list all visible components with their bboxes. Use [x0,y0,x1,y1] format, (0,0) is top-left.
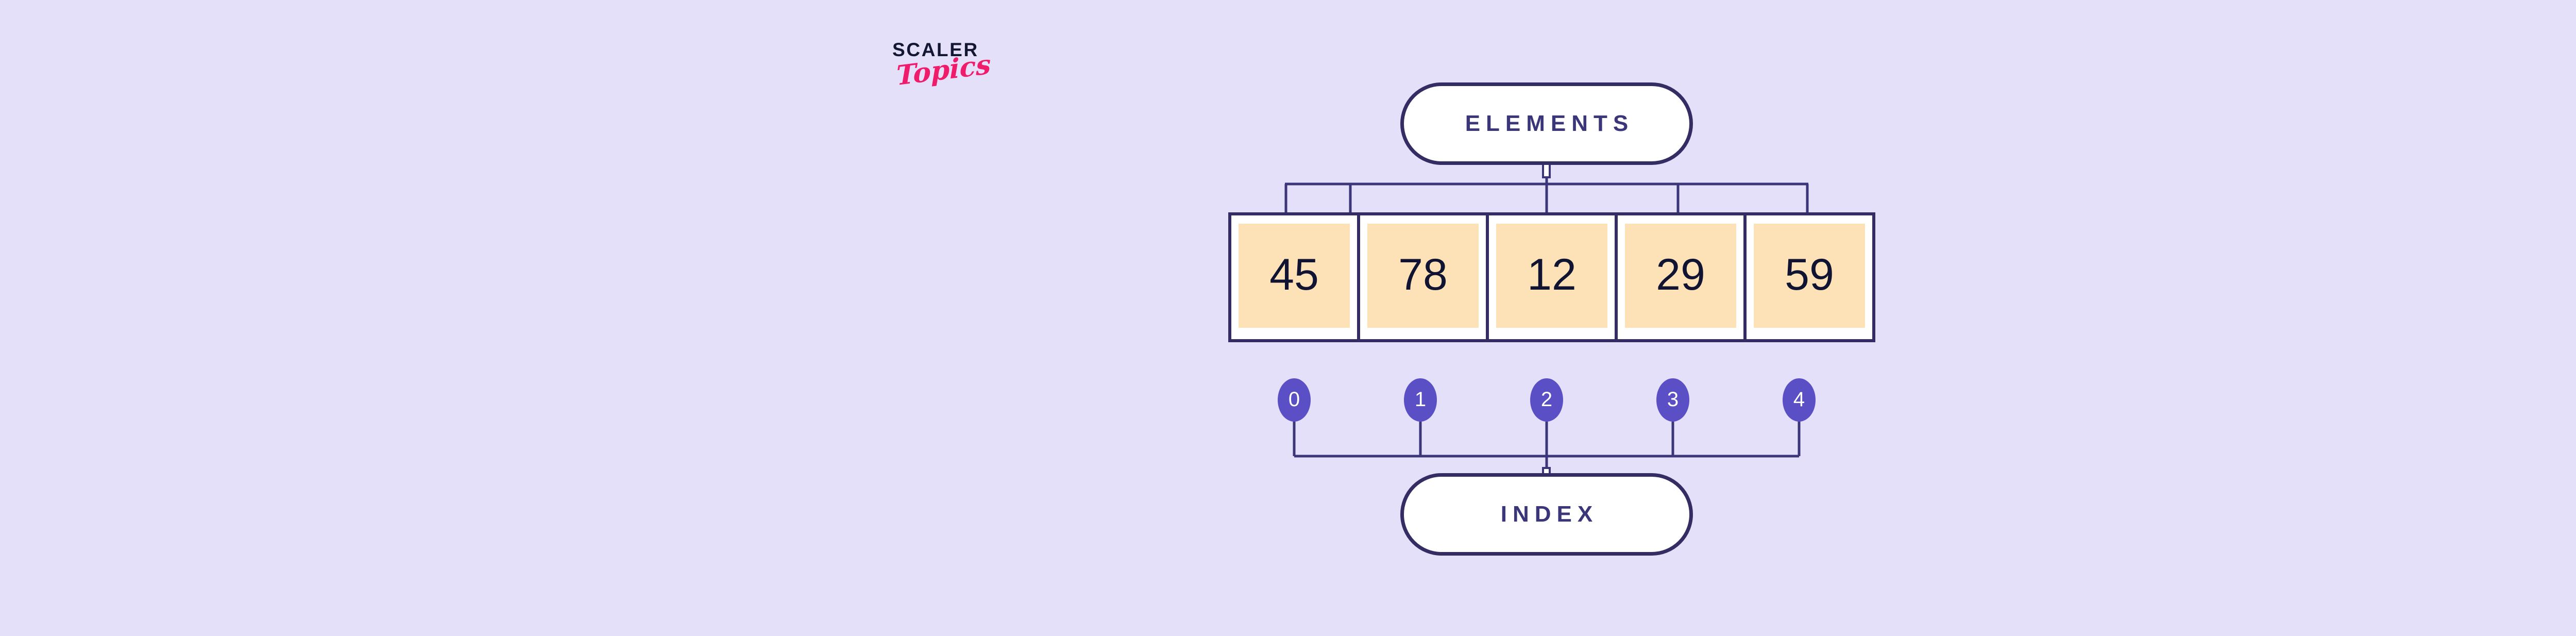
elements-label-text: ELEMENTS [1465,111,1634,136]
elements-label-pill[interactable]: ELEMENTS [1400,82,1693,165]
array-cell-fill: 78 [1367,224,1479,328]
array-cell-fill: 59 [1754,224,1865,328]
array-cell[interactable]: 45 [1231,215,1360,339]
array-container: 45 78 12 29 59 [1228,212,1875,342]
array-cell-fill: 45 [1239,224,1350,328]
array-cell[interactable]: 59 [1747,215,1872,339]
array-cell-fill: 12 [1496,224,1607,328]
logo-wordmark-scaler: SCALER [892,39,979,60]
index-label-text: INDEX [1500,501,1599,527]
index-bubble-label: 4 [1793,388,1805,411]
array-cell-value: 29 [1656,250,1705,299]
index-bubble-3[interactable]: 3 [1656,378,1689,422]
array-cell[interactable]: 78 [1360,215,1489,339]
array-cell-value: 45 [1269,250,1319,299]
elements-connector-notch [1542,163,1551,178]
index-bubble-1[interactable]: 1 [1404,378,1437,422]
array-cell-value: 78 [1398,250,1448,299]
index-bubble-label: 3 [1667,388,1679,411]
array-cell[interactable]: 12 [1489,215,1618,339]
index-bubble-label: 2 [1540,388,1553,411]
array-cell-fill: 29 [1625,224,1736,328]
array-cell-value: 59 [1785,250,1834,299]
scaler-topics-logo: SCALER Topics [892,40,1026,102]
index-bubble-0[interactable]: 0 [1278,378,1311,422]
index-label-pill[interactable]: INDEX [1400,473,1693,556]
array-cell-value: 12 [1527,250,1577,299]
index-bubble-2[interactable]: 2 [1530,378,1563,422]
index-bubble-label: 0 [1288,388,1300,411]
index-bubble-4[interactable]: 4 [1783,378,1816,422]
index-bubble-label: 1 [1414,388,1427,411]
array-cell[interactable]: 29 [1618,215,1747,339]
